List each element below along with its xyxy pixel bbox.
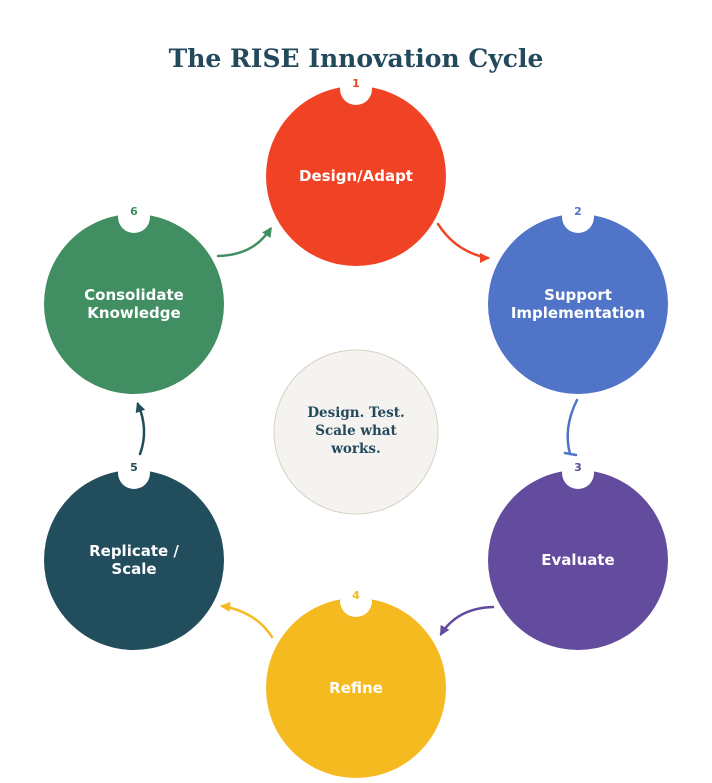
arrow-6-to-1 [216,227,272,258]
step-1-badge [340,73,372,105]
arrow-head [440,624,450,636]
step-6-label-line-2: Knowledge [87,304,180,322]
diagram-title: The RISE Innovation Cycle [168,44,544,73]
arrow-line [436,222,490,260]
step-5-label-line-1: Replicate / [89,542,179,560]
step-5-label-line-2: Scale [111,560,156,578]
step-2-label-line-2: Implementation [511,304,645,322]
cycle-steps: 1Design/Adapt2SupportImplementation3Eval… [44,73,668,778]
step-3-badge [562,457,594,489]
step-5-circle [44,470,224,650]
step-4-number: 4 [352,589,360,602]
center-text-line-3: works. [330,441,380,457]
step-3-number: 3 [574,461,582,474]
step-2-label-line-1: Support [544,286,612,304]
arrow-head [480,253,490,263]
step-3-circle [488,470,668,650]
arrow-2-to-3 [563,398,579,457]
center-text-line-1: Design. Test. [307,405,404,421]
step-5-badge [118,457,150,489]
step-2-badge [562,201,594,233]
center-circle: Design. Test. Scale what works. [273,349,439,515]
arrow-head [262,227,272,239]
arrow-line [566,398,579,456]
arrow-head [220,601,231,612]
step-4-label-line-1: Refine [329,679,383,697]
arrow-1-to-2 [436,222,490,263]
arrow-3-to-4 [439,605,495,636]
arrow-head [563,451,578,457]
step-4-circle [266,598,446,778]
step-1-number: 1 [352,77,360,90]
cycle-arrows [135,222,579,639]
step-1-circle [266,86,446,266]
center-text-line-2: Scale what [315,423,397,439]
step-1-label-line-1: Design/Adapt [299,167,413,185]
arrow-line [216,227,272,258]
arrow-5-to-6 [135,402,146,456]
step-5-number: 5 [130,461,138,474]
step-6-circle [44,214,224,394]
step-2-circle [488,214,668,394]
step-3-label-line-1: Evaluate [541,551,614,569]
arrow-head [135,402,146,414]
step-6-number: 6 [130,205,138,218]
step-2-number: 2 [574,205,582,218]
step-4-badge [340,585,372,617]
step-6-badge [118,201,150,233]
step-6-label-line-1: Consolidate [84,286,184,304]
arrow-4-to-5 [220,601,274,639]
